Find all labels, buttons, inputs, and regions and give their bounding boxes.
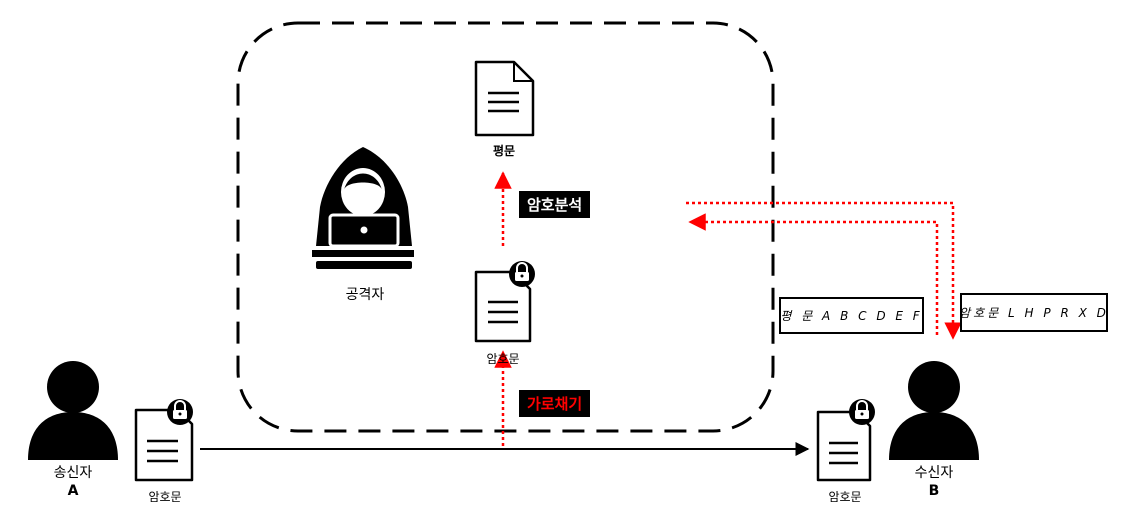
- ciphertext-inside-label: 암호문: [486, 352, 520, 366]
- receiver-lock-icon: [849, 399, 875, 425]
- attacker-label: 공격자: [345, 287, 385, 303]
- receiver-id: B: [928, 483, 940, 499]
- ciphertext-path-inner: [688, 213, 939, 335]
- plaintext-info-box: 평 문 A B C D E F: [779, 297, 924, 334]
- receiver-name: 수신자: [914, 465, 954, 481]
- ciphertext-path-outer: [686, 201, 962, 340]
- sender-label: 송신자 A: [43, 464, 103, 500]
- sender-lock-icon: [167, 399, 193, 425]
- ciphertext-document-icon: [474, 270, 532, 343]
- interception-tag: 가로채기: [519, 390, 591, 417]
- lock-icon: [509, 261, 535, 287]
- ciphertext-info-box: 암호문 L H P R X D: [959, 293, 1108, 332]
- receiver-ciphertext-label: 암호문: [828, 490, 862, 504]
- sender-ciphertext-document-icon: [134, 408, 194, 482]
- sender-id: A: [67, 483, 79, 499]
- hacker-icon: [312, 147, 414, 269]
- plaintext-document-icon: [474, 60, 535, 137]
- sender-avatar-icon: [28, 361, 118, 460]
- attacker-zone: [236, 21, 775, 433]
- cryptanalysis-tag: 암호분석: [519, 191, 591, 218]
- receiver-label: 수신자 B: [904, 464, 964, 500]
- plaintext-label: 평문: [492, 144, 516, 158]
- receiver-avatar-icon: [889, 361, 979, 460]
- sender-ciphertext-label: 암호문: [148, 490, 182, 504]
- sender-name: 송신자: [53, 465, 93, 481]
